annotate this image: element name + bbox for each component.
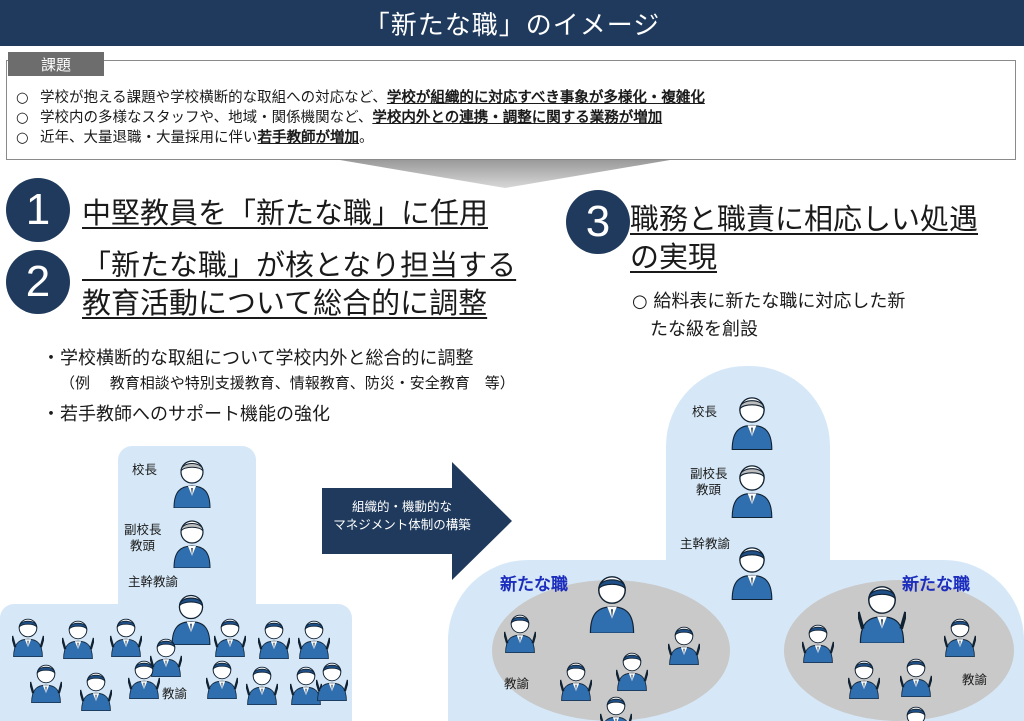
point-3-number: 3 — [566, 190, 630, 254]
left-teacher-figure — [204, 654, 240, 703]
right-teacher-figure — [666, 620, 702, 669]
left-teacher-figure — [288, 660, 324, 709]
left-teacher-figure — [28, 658, 64, 707]
right-teacher-figure — [900, 700, 932, 721]
point-1-number: 1 — [6, 178, 70, 242]
issue-row: ○ 近年、大量退職・大量採用に伴い若手教師が増加。 — [16, 128, 705, 148]
point-3-line2: の実現 — [630, 240, 718, 274]
issue-text: 学校が抱える課題や学校横断的な取組への対応など、 — [40, 90, 387, 106]
left-vice-label-2: 教頭 — [130, 538, 156, 553]
issues-box — [6, 60, 1016, 160]
new-role-figure-left — [588, 566, 636, 637]
transition-line1: 組織的・機動的な — [351, 499, 452, 514]
point-2-line2: 教育活動について総合的に調整 — [82, 286, 488, 320]
right-teacher-label-right: 教諭 — [962, 672, 988, 687]
left-teacher-figure — [126, 654, 162, 703]
left-vice-label-1: 副校長 — [124, 522, 162, 537]
right-teacher-figure — [942, 612, 978, 661]
down-arrow-icon — [340, 160, 670, 188]
issue-text: 学校内の多様なスタッフや、地域・関係機関など、 — [40, 110, 373, 126]
issue-emphasis: 学校が組織的に対応すべき事象が多様化・複雑化 — [386, 90, 705, 106]
point-3-line1: 職務と職責に相応しい処遇 — [630, 202, 979, 236]
left-teacher-figure — [78, 666, 114, 715]
right-principal-label: 校長 — [692, 404, 718, 419]
right-principal-figure — [730, 388, 774, 454]
pay-note-line2: たな級を創設 — [632, 319, 758, 340]
left-chief-label: 主幹教諭 — [128, 574, 179, 589]
right-teacher-figure — [614, 646, 650, 695]
bullet-marker: ○ — [16, 90, 29, 106]
left-teacher-figure — [256, 614, 292, 663]
left-principal-figure — [172, 452, 212, 512]
issue-text-end: 。 — [359, 130, 374, 146]
issue-text: 近年、大量退職・大量採用に伴い — [40, 130, 258, 146]
left-teacher-figure — [10, 612, 46, 661]
point-2-line1: 「新たな職」が核となり担当する — [82, 248, 517, 282]
left-teacher-figure — [314, 656, 350, 705]
right-teacher-figure — [800, 618, 836, 667]
right-vice-label-1: 副校長 — [690, 466, 728, 481]
issues-list: ○ 学校が抱える課題や学校横断的な取組への対応など、学校が組織的に対応すべき事象が… — [16, 88, 705, 148]
right-teacher-figure — [598, 690, 634, 721]
pay-note-line1: ○ 給料表に新たな職に対応した新 — [632, 291, 906, 312]
new-role-label-right: 新たな職 — [902, 575, 970, 595]
right-arrow-icon — [322, 462, 512, 580]
point-1-text: 中堅教員を「新たな職」に任用 — [82, 196, 489, 230]
left-teacher-figure — [244, 660, 280, 709]
left-teacher-label: 教諭 — [162, 686, 188, 701]
right-vice-label-2: 教頭 — [696, 482, 722, 497]
issue-emphasis: 学校内外との連携・調整に関する業務が増加 — [372, 110, 663, 126]
point-2-number: 2 — [6, 250, 70, 314]
issues-tag: 課題 — [8, 52, 104, 76]
right-teacher-figure — [502, 608, 538, 657]
left-chief-figure — [170, 586, 212, 649]
right-teacher-figure — [558, 656, 594, 705]
detail-bullet-1: ・学校横断的な取組について学校内外と総合的に調整 — [42, 348, 474, 369]
new-role-figure-right — [856, 576, 908, 647]
page-title: 「新たな職」のイメージ — [363, 10, 661, 41]
issue-row: ○ 学校内の多様なスタッフや、地域・関係機関など、学校内外との連携・調整に関する業… — [16, 108, 705, 128]
bullet-marker: ○ — [16, 130, 29, 146]
left-teacher-figure — [296, 614, 332, 663]
title-bar: 「新たな職」のイメージ — [0, 0, 1024, 46]
left-teacher-figure — [108, 612, 144, 661]
right-teacher-label-left: 教諭 — [504, 676, 530, 691]
detail-example: （例 教育相談や特別支援教育、情報教育、防災・安全教育 等） — [60, 374, 515, 392]
right-teacher-figure — [846, 654, 882, 703]
left-vice-figure — [172, 512, 212, 572]
transition-line2: マネジメント体制の構築 — [333, 517, 471, 532]
transition-label: 組織的・機動的な マネジメント体制の構築 — [322, 498, 482, 534]
left-principal-label: 校長 — [132, 462, 158, 477]
new-role-label-left: 新たな職 — [500, 575, 568, 595]
left-teacher-figure — [212, 612, 248, 661]
left-teacher-figure — [148, 632, 184, 681]
right-teacher-figure — [898, 652, 934, 701]
right-chief-label: 主幹教諭 — [680, 536, 731, 551]
pay-note: ○ 給料表に新たな職に対応した新 たな級を創設 — [632, 288, 905, 344]
right-vice-figure — [730, 456, 774, 522]
left-teacher-figure — [60, 614, 96, 663]
right-chief-figure — [730, 538, 774, 604]
issue-emphasis: 若手教師が増加 — [257, 130, 360, 146]
detail-bullet-2: ・若手教師へのサポート機能の強化 — [42, 404, 330, 425]
bullet-marker: ○ — [16, 110, 29, 126]
issue-row: ○ 学校が抱える課題や学校横断的な取組への対応など、学校が組織的に対応すべき事象が… — [16, 88, 705, 108]
